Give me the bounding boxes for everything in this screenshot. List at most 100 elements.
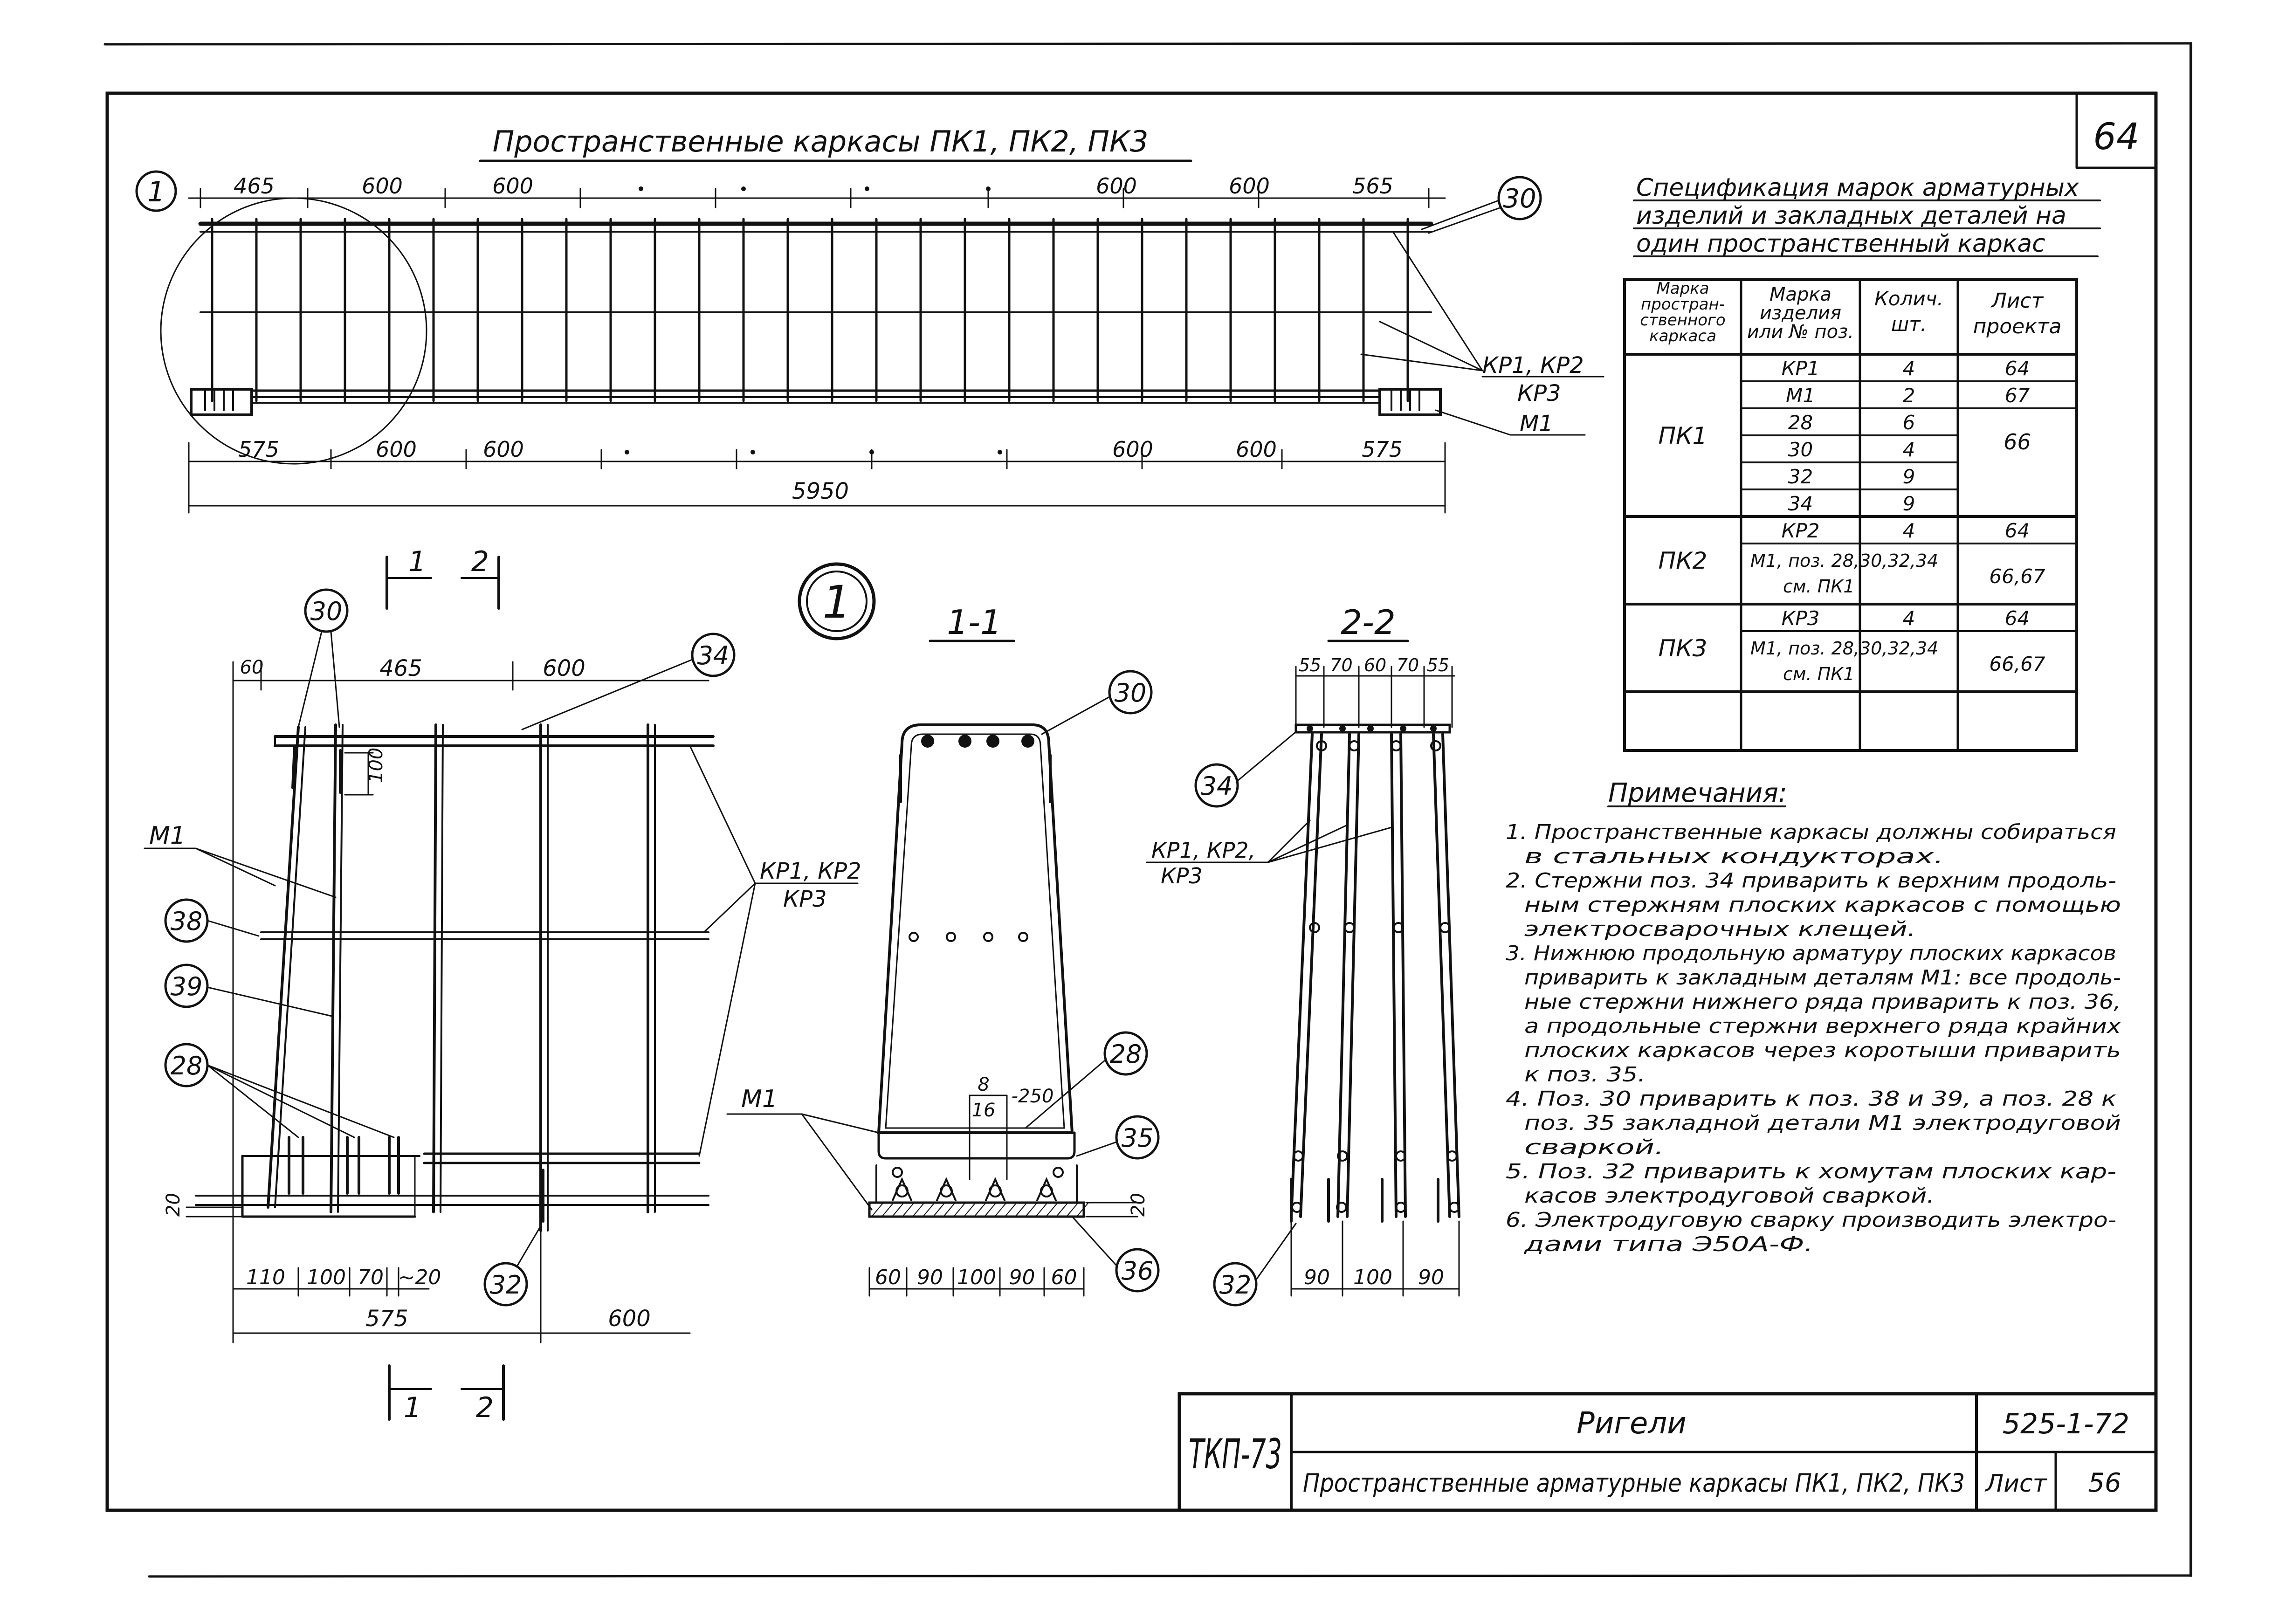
dimension-label: 70 bbox=[1397, 655, 1419, 675]
section-2-2-title: 2-2 bbox=[1341, 603, 1396, 642]
overall-dimension: 5950 bbox=[792, 478, 849, 504]
dimension-label: 600 bbox=[1096, 173, 1137, 199]
spec-cell-item: 28 bbox=[1788, 411, 1813, 434]
note-line: 6. Электродуговую сварку производить эле… bbox=[1506, 1208, 2116, 1232]
svg-text:Спецификация марок арматурных: Спецификация марок арматурных bbox=[1636, 174, 2079, 202]
section-1-1-tag-35 bbox=[1115, 1115, 1160, 1160]
spec-cell-qty: 4 bbox=[1903, 357, 1915, 380]
svg-text:32: 32 bbox=[1219, 1270, 1252, 1300]
svg-text:изделий и закладных деталей на: изделий и закладных деталей на bbox=[1636, 202, 2066, 230]
svg-text:34: 34 bbox=[1201, 771, 1233, 801]
spec-cell-note: М1, поз. 28,30,32,34 bbox=[1750, 551, 1938, 571]
notes: Примечания: 1. Пространственные каркасы … bbox=[1506, 778, 2121, 1256]
sheet-frame bbox=[103, 42, 2192, 1578]
spec-cell-qty: 4 bbox=[1903, 438, 1915, 461]
section-1-1: 1-1 bbox=[726, 603, 1160, 1297]
dimension-repeat-dot bbox=[986, 186, 991, 191]
dimension-label: 90 bbox=[1009, 1266, 1035, 1289]
svg-text:60: 60 bbox=[240, 657, 264, 678]
section-2-2-label-kp3: КР3 bbox=[1161, 863, 1203, 888]
spec-cell-mark: ПК3 bbox=[1659, 635, 1708, 662]
spec-cell-note: см. ПК1 bbox=[1783, 576, 1854, 597]
svg-text:8: 8 bbox=[978, 1074, 989, 1095]
note-line: 3. Нижнюю продольную арматуру плоских ка… bbox=[1506, 942, 2116, 965]
note-line: к поз. 35. bbox=[1524, 1063, 1646, 1087]
spec-cell-note: М1, поз. 28,30,32,34 bbox=[1750, 638, 1938, 659]
svg-text:70: 70 bbox=[358, 1266, 384, 1289]
spec-header-item: или № поз. bbox=[1747, 321, 1854, 343]
detail-tag-34 bbox=[691, 633, 736, 677]
svg-text:-250: -250 bbox=[1012, 1086, 1054, 1107]
svg-text:32: 32 bbox=[490, 1270, 522, 1300]
dimension-label: 100 bbox=[1353, 1266, 1392, 1289]
specification: Спецификация марок арматурных изделий и … bbox=[1623, 174, 2101, 752]
detail-view: 60 465 600 bbox=[144, 588, 861, 1343]
spec-cell-item: 34 bbox=[1788, 492, 1813, 515]
spec-cell-note-sheet: 66,67 bbox=[1989, 565, 2045, 588]
spec-cell-qty: 2 bbox=[1903, 384, 1915, 407]
section-mark-top: 1 2 bbox=[386, 545, 500, 610]
spec-cell-sheet: 64 bbox=[2005, 519, 2030, 542]
svg-text:28: 28 bbox=[1110, 1039, 1142, 1069]
title-subtitle: Пространственные арматурные каркасы ПК1,… bbox=[1303, 1468, 1965, 1498]
svg-text:~20: ~20 bbox=[398, 1266, 441, 1289]
spec-cell-sheet: 67 bbox=[2005, 384, 2030, 407]
detail-tag-32 bbox=[483, 1262, 528, 1307]
note-line: дами типа Э50А-Ф. bbox=[1524, 1232, 1813, 1256]
dimension-label: 60 bbox=[1364, 655, 1386, 675]
dimension-repeat-dot bbox=[865, 186, 869, 191]
section-1-1-tag-30 bbox=[1108, 670, 1153, 715]
position-tag-30 bbox=[1497, 176, 1542, 220]
svg-text:28: 28 bbox=[171, 1051, 203, 1080]
spec-cell-qty: 9 bbox=[1903, 465, 1915, 488]
svg-text:1: 1 bbox=[404, 1391, 421, 1424]
svg-text:1: 1 bbox=[408, 545, 426, 578]
elevation-view: Пространственные каркасы ПК1, ПК2, ПК3 4… bbox=[135, 124, 1604, 514]
section-1-1-tag-28 bbox=[1103, 1031, 1148, 1076]
title-block: ТКП-73 Ригели 525-1-72 Пространственные … bbox=[1177, 1392, 2158, 1512]
dimension-label: 575 bbox=[1362, 437, 1403, 462]
svg-text:один пространственный каркас: один пространственный каркас bbox=[1636, 230, 2045, 258]
dimension-label: 90 bbox=[917, 1266, 943, 1289]
dimension-label: 465 bbox=[234, 173, 275, 199]
label-m1-elevation: М1 bbox=[1520, 411, 1553, 437]
svg-text:20: 20 bbox=[1128, 1193, 1149, 1217]
note-line: сваркой. bbox=[1524, 1135, 1664, 1159]
svg-text:30: 30 bbox=[1115, 678, 1147, 708]
spec-cell-qty: 9 bbox=[1903, 492, 1915, 515]
title-code: 525-1-72 bbox=[2003, 1408, 2129, 1440]
svg-text:39: 39 bbox=[171, 972, 203, 1001]
dimension-label: 55 bbox=[1427, 655, 1449, 675]
detail-label-kp3: КР3 bbox=[783, 886, 827, 912]
section-2-2-label-kp: КР1, КР2, bbox=[1151, 838, 1255, 863]
dimension-repeat-dot bbox=[741, 186, 746, 191]
sheet-number-top: 64 bbox=[2093, 116, 2139, 158]
svg-text:1: 1 bbox=[147, 176, 165, 208]
spec-cell-item: КР3 bbox=[1782, 607, 1820, 630]
svg-text:16: 16 bbox=[972, 1100, 996, 1121]
detail-callout bbox=[135, 170, 177, 212]
svg-text:35: 35 bbox=[1122, 1123, 1154, 1153]
spec-header-mark: каркаса bbox=[1649, 327, 1716, 345]
spec-header-mark: простран- bbox=[1641, 295, 1725, 314]
spec-cell-item: 30 bbox=[1788, 438, 1813, 461]
dimension-repeat-dot bbox=[998, 450, 1002, 454]
dimension-label: 600 bbox=[1229, 173, 1270, 199]
notes-title: Примечания: bbox=[1608, 778, 1787, 808]
note-line: ные стержни нижнего ряда приварить к поз… bbox=[1524, 990, 2121, 1014]
spec-cell-note: см. ПК1 bbox=[1783, 664, 1854, 684]
note-line: плоских каркасов через коротыши приварит… bbox=[1524, 1039, 2121, 1062]
dimension-label: 60 bbox=[1051, 1266, 1077, 1289]
svg-text:2: 2 bbox=[476, 1391, 494, 1424]
svg-text:38: 38 bbox=[171, 907, 203, 936]
section-1-1-label-m1: М1 bbox=[741, 1085, 778, 1113]
note-line: 2. Стержни поз. 34 приварить к верхним п… bbox=[1506, 869, 2116, 893]
dimension-label: 600 bbox=[376, 437, 417, 462]
note-line: 5. Поз. 32 приварить к хомутам плоских к… bbox=[1506, 1160, 2116, 1184]
